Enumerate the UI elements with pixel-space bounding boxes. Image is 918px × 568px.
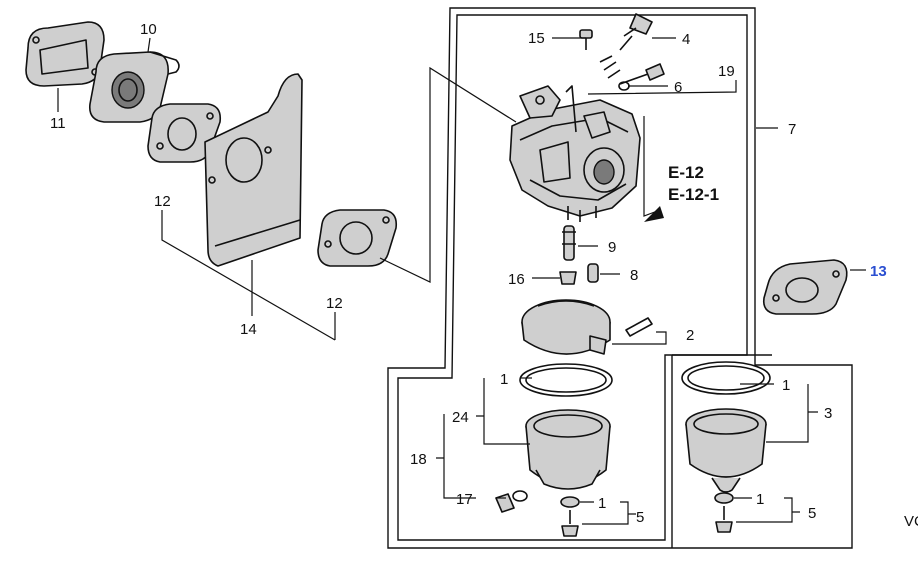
callout-11: 11 xyxy=(50,115,66,132)
callout-9: 9 xyxy=(608,239,616,256)
callout-24: 24 xyxy=(452,409,469,426)
carburetor-body xyxy=(509,85,641,222)
pilot-screw-4 xyxy=(599,13,653,79)
main-jet-16 xyxy=(559,271,577,285)
callout-16: 16 xyxy=(508,271,525,288)
heat-shield-14 xyxy=(204,73,303,267)
callout-4: 4 xyxy=(682,31,690,48)
callout-5-right: 5 xyxy=(808,505,816,522)
corner-code: VC xyxy=(904,513,918,530)
float-bowl-24 xyxy=(525,409,611,490)
callout-14: 14 xyxy=(240,321,257,338)
drain-screw-17 xyxy=(495,490,528,513)
callout-17: 17 xyxy=(456,491,473,508)
bolt-5-right xyxy=(714,492,734,533)
assembly-frames xyxy=(387,7,853,549)
callout-13: 13 xyxy=(870,263,887,280)
callout-1-washer-right: 1 xyxy=(756,491,764,508)
reference-e12-1: E-12-1 xyxy=(668,185,719,204)
main-jet-holder-9 xyxy=(562,225,576,261)
gasket-11 xyxy=(25,21,105,87)
gasket-13-right xyxy=(762,259,848,315)
callout-6: 6 xyxy=(674,79,682,96)
insulator-10 xyxy=(88,51,180,123)
callout-3: 3 xyxy=(824,405,832,422)
callout-12-left: 12 xyxy=(154,193,171,210)
float-bowl-3 xyxy=(685,408,767,493)
reference-e12: E-12 xyxy=(668,163,704,182)
callout-5-left: 5 xyxy=(636,509,644,526)
bolt-5-left xyxy=(560,496,580,537)
callout-10: 10 xyxy=(140,21,157,38)
callout-2: 2 xyxy=(686,327,694,344)
gasket-12-middle xyxy=(317,209,398,267)
reference-arrow xyxy=(643,116,664,222)
callout-1-bowl-left: 1 xyxy=(500,371,508,388)
slow-jet-8 xyxy=(587,263,599,283)
screw-6 xyxy=(618,63,665,91)
callout-12-middle: 12 xyxy=(326,295,343,312)
callout-1-bowl-right: 1 xyxy=(782,377,790,394)
screw-15 xyxy=(579,29,593,50)
callout-7: 7 xyxy=(788,121,796,138)
callout-18: 18 xyxy=(410,451,427,468)
leader-lines xyxy=(57,37,866,525)
callout-19: 19 xyxy=(718,63,735,80)
callout-1-washer-left: 1 xyxy=(598,495,606,512)
oring-1-left xyxy=(519,363,613,397)
float-chamber-2 xyxy=(521,299,653,355)
callout-labels: 11 10 12 14 12 15 4 19 6 7 E-12 E-12-1 9… xyxy=(50,21,918,530)
callout-8: 8 xyxy=(630,267,638,284)
oring-1-right xyxy=(681,361,771,395)
callout-15: 15 xyxy=(528,30,545,47)
